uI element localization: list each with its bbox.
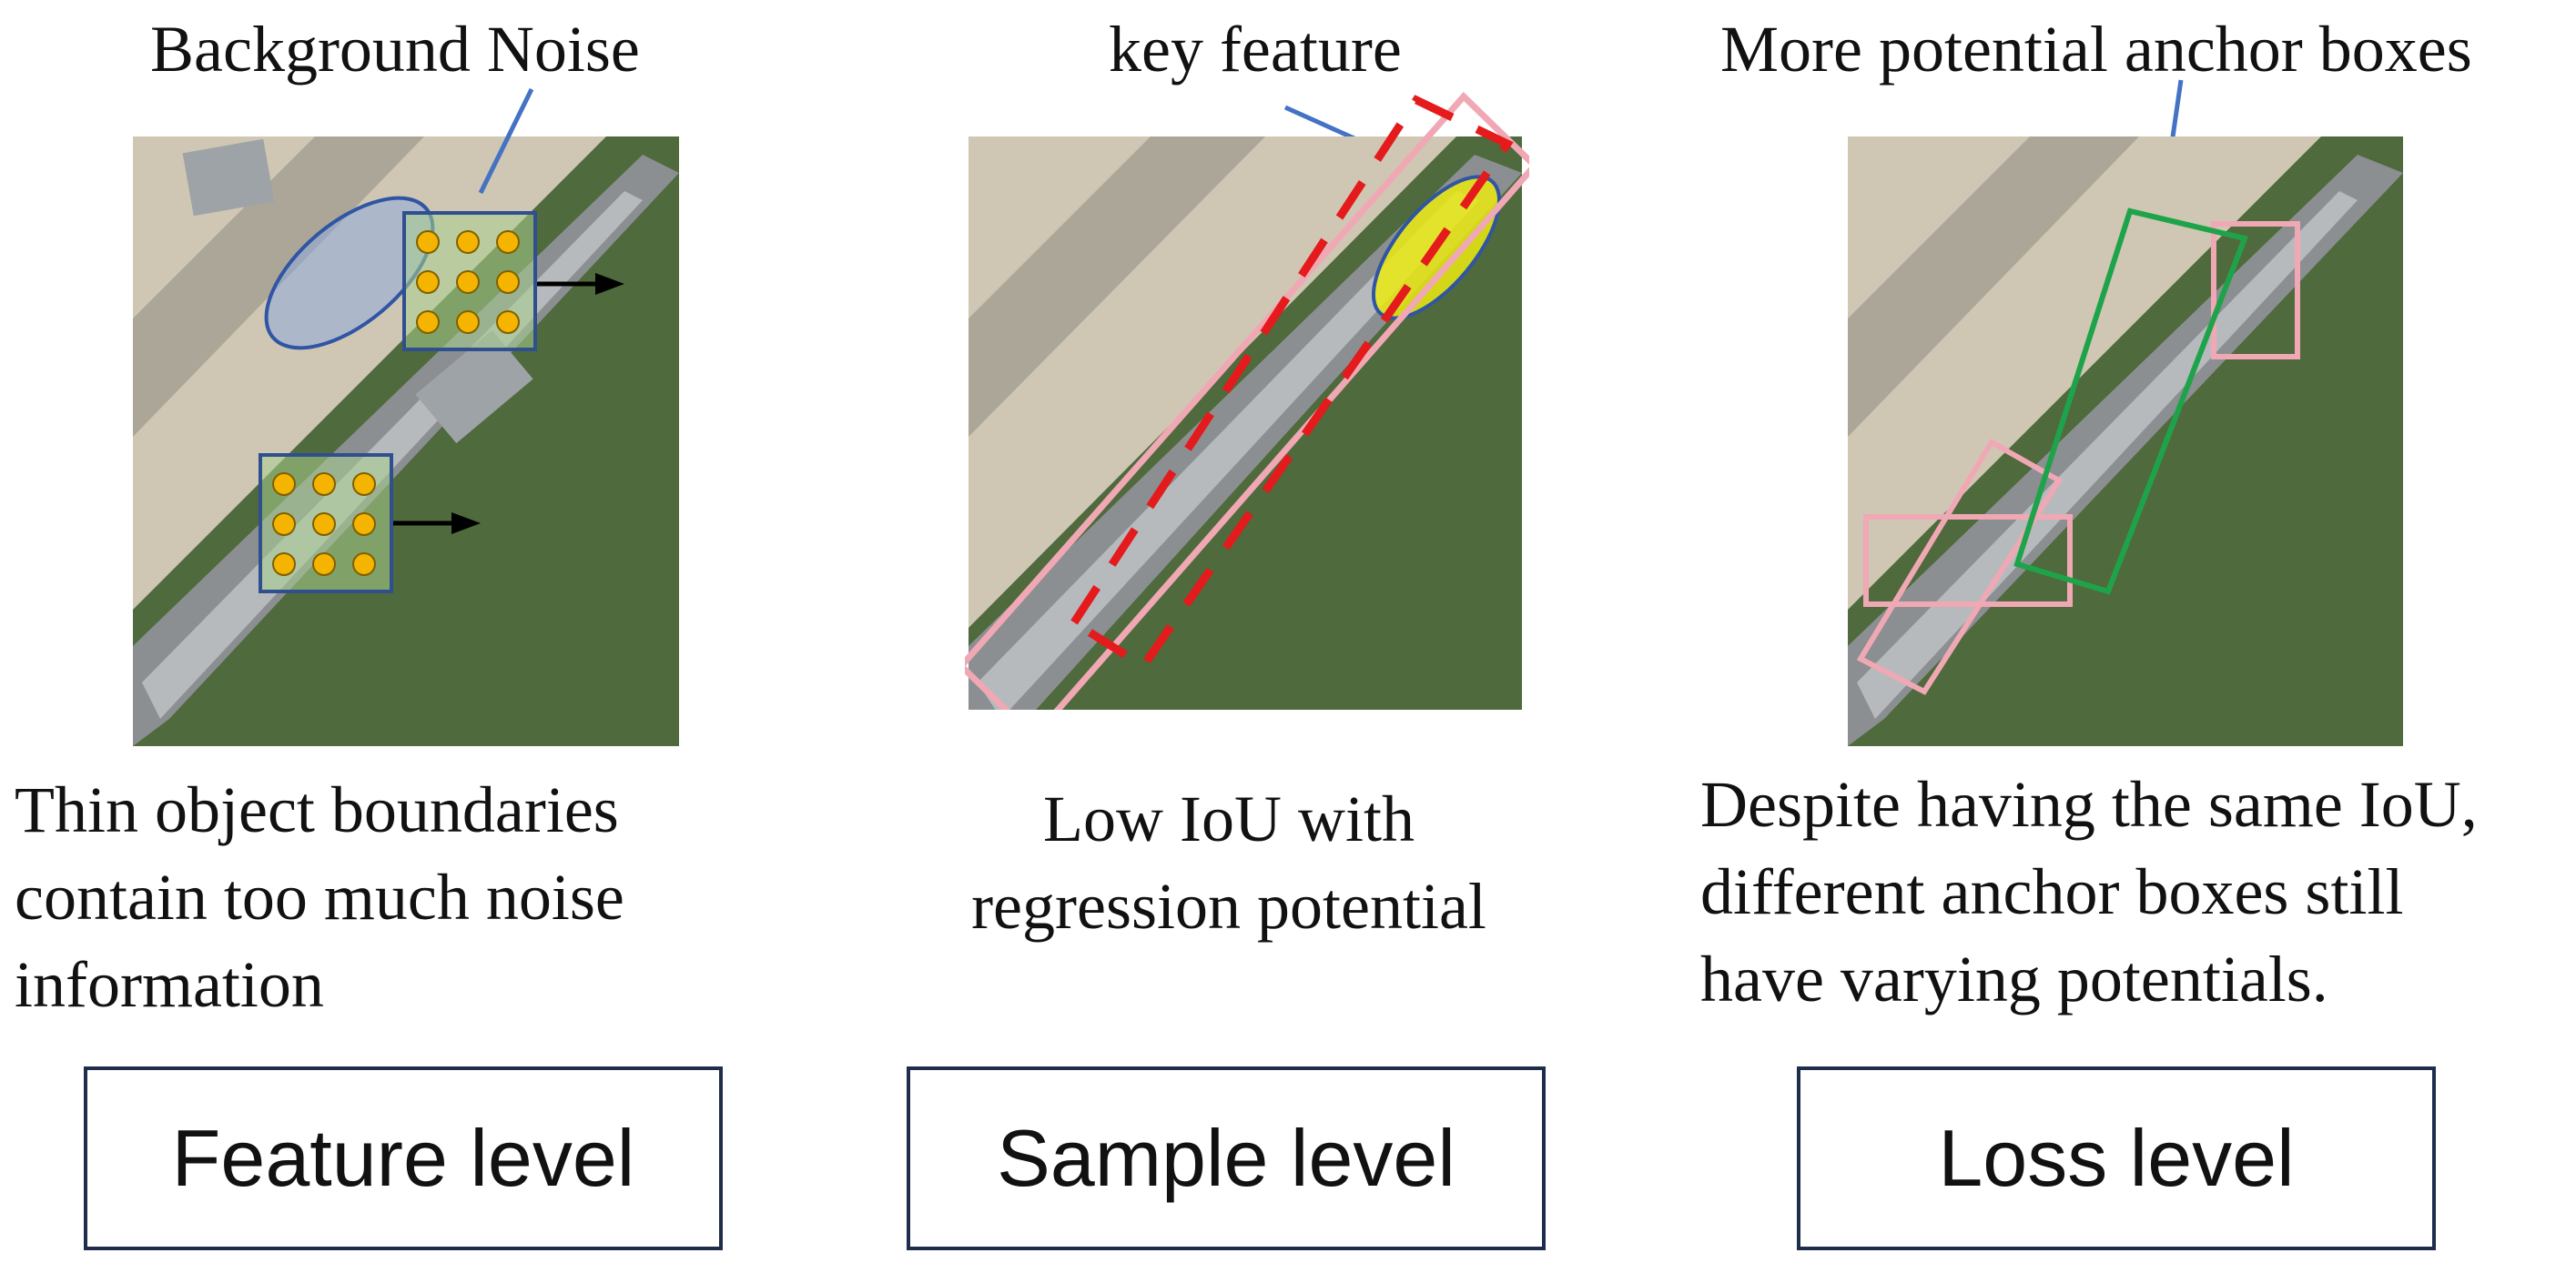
feature-level-description: Thin object boundaries contain too much … <box>15 766 624 1028</box>
anchor-box-pink <box>2211 221 2300 359</box>
description-line: have varying potentials. <box>1700 943 2328 1015</box>
more-anchor-boxes-label: More potential anchor boxes <box>1720 13 2472 86</box>
sample-level-description: Low IoU with regression potential <box>938 775 1520 950</box>
feature-level-image <box>133 136 679 746</box>
feature-level-box: Feature level <box>84 1066 723 1250</box>
description-line: Low IoU with <box>1043 783 1415 855</box>
description-line: Thin object boundaries <box>15 773 619 846</box>
anchor-box-pink-rotated <box>1856 438 2064 695</box>
anchor-box-green <box>2013 207 2249 595</box>
low-iou-dashed-box <box>1068 95 1514 672</box>
background-noise-ellipse <box>264 196 435 350</box>
key-feature-label: key feature <box>1109 13 1402 86</box>
sample-level-image <box>965 91 1529 710</box>
ship-deck <box>1857 191 2358 719</box>
loss-level-image <box>1848 136 2403 746</box>
description-line: information <box>15 948 324 1021</box>
loss-level-description: Despite having the same IoU, different a… <box>1700 761 2478 1023</box>
dock-building <box>182 138 275 217</box>
description-line: Despite having the same IoU, <box>1700 768 2478 841</box>
pier-shadow <box>969 136 1265 437</box>
description-line: contain too much noise <box>15 861 624 934</box>
dock-building <box>415 329 533 444</box>
loss-level-box: Loss level <box>1797 1066 2436 1250</box>
arrow-icon <box>393 273 624 534</box>
pier-shadow <box>1848 136 2139 437</box>
description-line: different anchor boxes still <box>1700 855 2404 928</box>
ground-truth-box <box>965 91 1529 710</box>
background-noise-label: Background Noise <box>150 13 640 86</box>
description-line: regression potential <box>971 870 1486 943</box>
feature-patch-lower <box>259 453 393 593</box>
sample-level-box: Sample level <box>907 1066 1546 1250</box>
ship-deck <box>978 191 1479 710</box>
feature-patch-upper <box>402 211 537 351</box>
anchor-box-pink <box>1863 514 2073 607</box>
